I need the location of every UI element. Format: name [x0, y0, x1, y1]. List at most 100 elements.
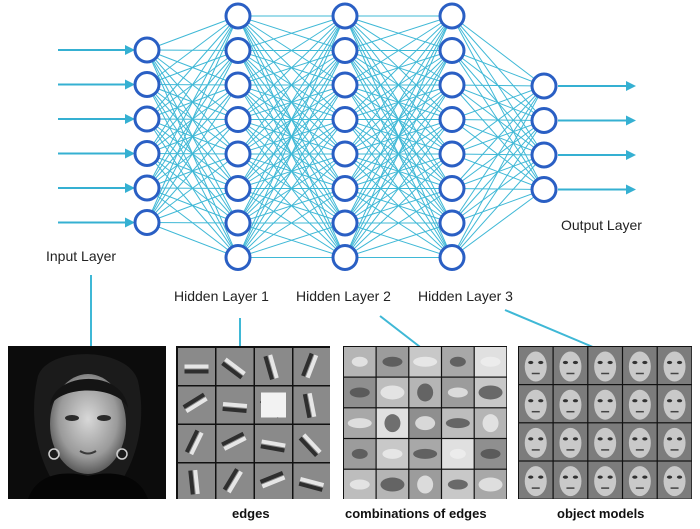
edge-combination-tile	[474, 377, 507, 408]
hidden-2-neuron	[331, 2, 359, 30]
connection-line	[344, 15, 453, 51]
hidden-2-neuron	[331, 244, 359, 271]
connection-line	[146, 119, 239, 223]
connection-line	[344, 50, 453, 258]
edge-combination-tile	[474, 439, 507, 469]
portrait-photo	[8, 346, 166, 499]
neurons	[133, 2, 558, 271]
edge-filter-tile	[255, 386, 292, 424]
connection-line	[237, 188, 346, 258]
connection-line	[344, 15, 453, 86]
edge-filter-tile	[178, 463, 215, 499]
hidden-layer-3-label: Hidden Layer 3	[418, 288, 513, 304]
hidden-1-neuron	[224, 140, 252, 168]
input-neuron	[133, 36, 161, 64]
hidden-3-neuron	[438, 2, 466, 30]
connection-line	[344, 119, 453, 258]
face-model-tile	[657, 347, 692, 384]
output-neuron	[530, 141, 558, 169]
connection-line	[146, 15, 239, 85]
edge-filter-tile	[216, 348, 254, 385]
face-model-tile	[519, 423, 553, 461]
connection-line	[146, 15, 239, 51]
connection-line	[451, 120, 545, 258]
input-layer-label: Input Layer	[46, 248, 117, 264]
edge-combination-tile	[376, 377, 409, 408]
edge-combination-tile	[442, 469, 474, 499]
hidden-3-neuron	[438, 106, 466, 133]
edge-combination-tile	[442, 408, 474, 438]
edge-combination-tile	[474, 469, 507, 499]
face-model-tile	[657, 385, 692, 423]
portrait-photo-icon	[8, 346, 166, 499]
connection-line	[451, 15, 545, 87]
edge-combination-tile	[344, 408, 376, 438]
hidden-3-neuron	[438, 140, 466, 168]
edge-combination-tile	[442, 377, 474, 408]
output-neuron	[530, 176, 558, 203]
connection-line	[146, 222, 239, 224]
face-model-tile	[519, 461, 553, 499]
hidden-1-neuron	[224, 37, 252, 64]
face-model-tile	[553, 385, 588, 423]
face-model-tile	[553, 423, 588, 461]
connection-line	[344, 222, 453, 258]
connection-line	[237, 222, 346, 258]
connection-line	[237, 15, 346, 224]
connection-line	[146, 222, 239, 258]
face-model-tile	[623, 347, 657, 384]
connection-line	[451, 50, 545, 87]
hidden-2-neuron	[331, 209, 359, 237]
connection-line	[146, 50, 239, 223]
connection-line	[451, 154, 545, 258]
hidden-2-neuron	[331, 175, 359, 202]
output-neuron	[530, 72, 558, 100]
hidden-layer-1-label: Hidden Layer 1	[174, 288, 269, 304]
io-arrows	[58, 45, 636, 228]
edge-filter-tile	[216, 463, 254, 499]
edge-combination-tile	[474, 408, 507, 438]
face-model-tile	[588, 461, 622, 499]
hidden-1-neuron	[224, 209, 252, 237]
edge-combination-tile	[376, 408, 409, 438]
hidden-3-neuron	[438, 244, 466, 271]
edge-filter-tile	[178, 348, 215, 385]
connection-line	[237, 15, 346, 189]
hidden-1-neuron	[224, 71, 252, 99]
panel-connector-line	[379, 315, 425, 351]
input-neuron	[133, 71, 161, 98]
edge-filter-tile	[293, 463, 330, 499]
hidden-3-neuron	[438, 175, 466, 202]
edge-combination-tile	[376, 347, 409, 377]
edges-filter-grid	[176, 346, 330, 499]
connection-line	[146, 15, 239, 223]
hidden-3-neuron	[438, 71, 466, 99]
connection-line	[237, 15, 346, 155]
edge-combination-tile	[442, 347, 474, 377]
connection-line	[451, 84, 545, 87]
connection-line	[344, 84, 453, 258]
output-neuron	[530, 107, 558, 134]
connection-line	[146, 153, 239, 223]
face-model-tile	[623, 385, 657, 423]
face-model-tile	[519, 385, 553, 423]
edge-combination-tile	[409, 377, 441, 408]
connection-line	[344, 15, 453, 258]
edge-combination-tile	[344, 469, 376, 499]
connection-line	[344, 153, 453, 258]
object-models-grid	[518, 346, 692, 499]
edge-filter-tile	[216, 386, 254, 424]
edge-filter-tile	[255, 463, 292, 499]
connection-line	[237, 15, 346, 120]
input-neuron	[133, 174, 161, 202]
hidden-1-neuron	[224, 106, 252, 133]
face-model-tile	[623, 423, 657, 461]
edge-combination-tile	[409, 439, 441, 469]
edge-filter-tile	[216, 425, 254, 462]
hidden-1-neuron	[224, 2, 252, 30]
hidden-2-neuron	[331, 37, 359, 64]
connection-line	[451, 85, 545, 155]
edges-caption: edges	[232, 506, 270, 521]
connection-line	[451, 85, 545, 189]
hidden-3-neuron	[438, 209, 466, 237]
